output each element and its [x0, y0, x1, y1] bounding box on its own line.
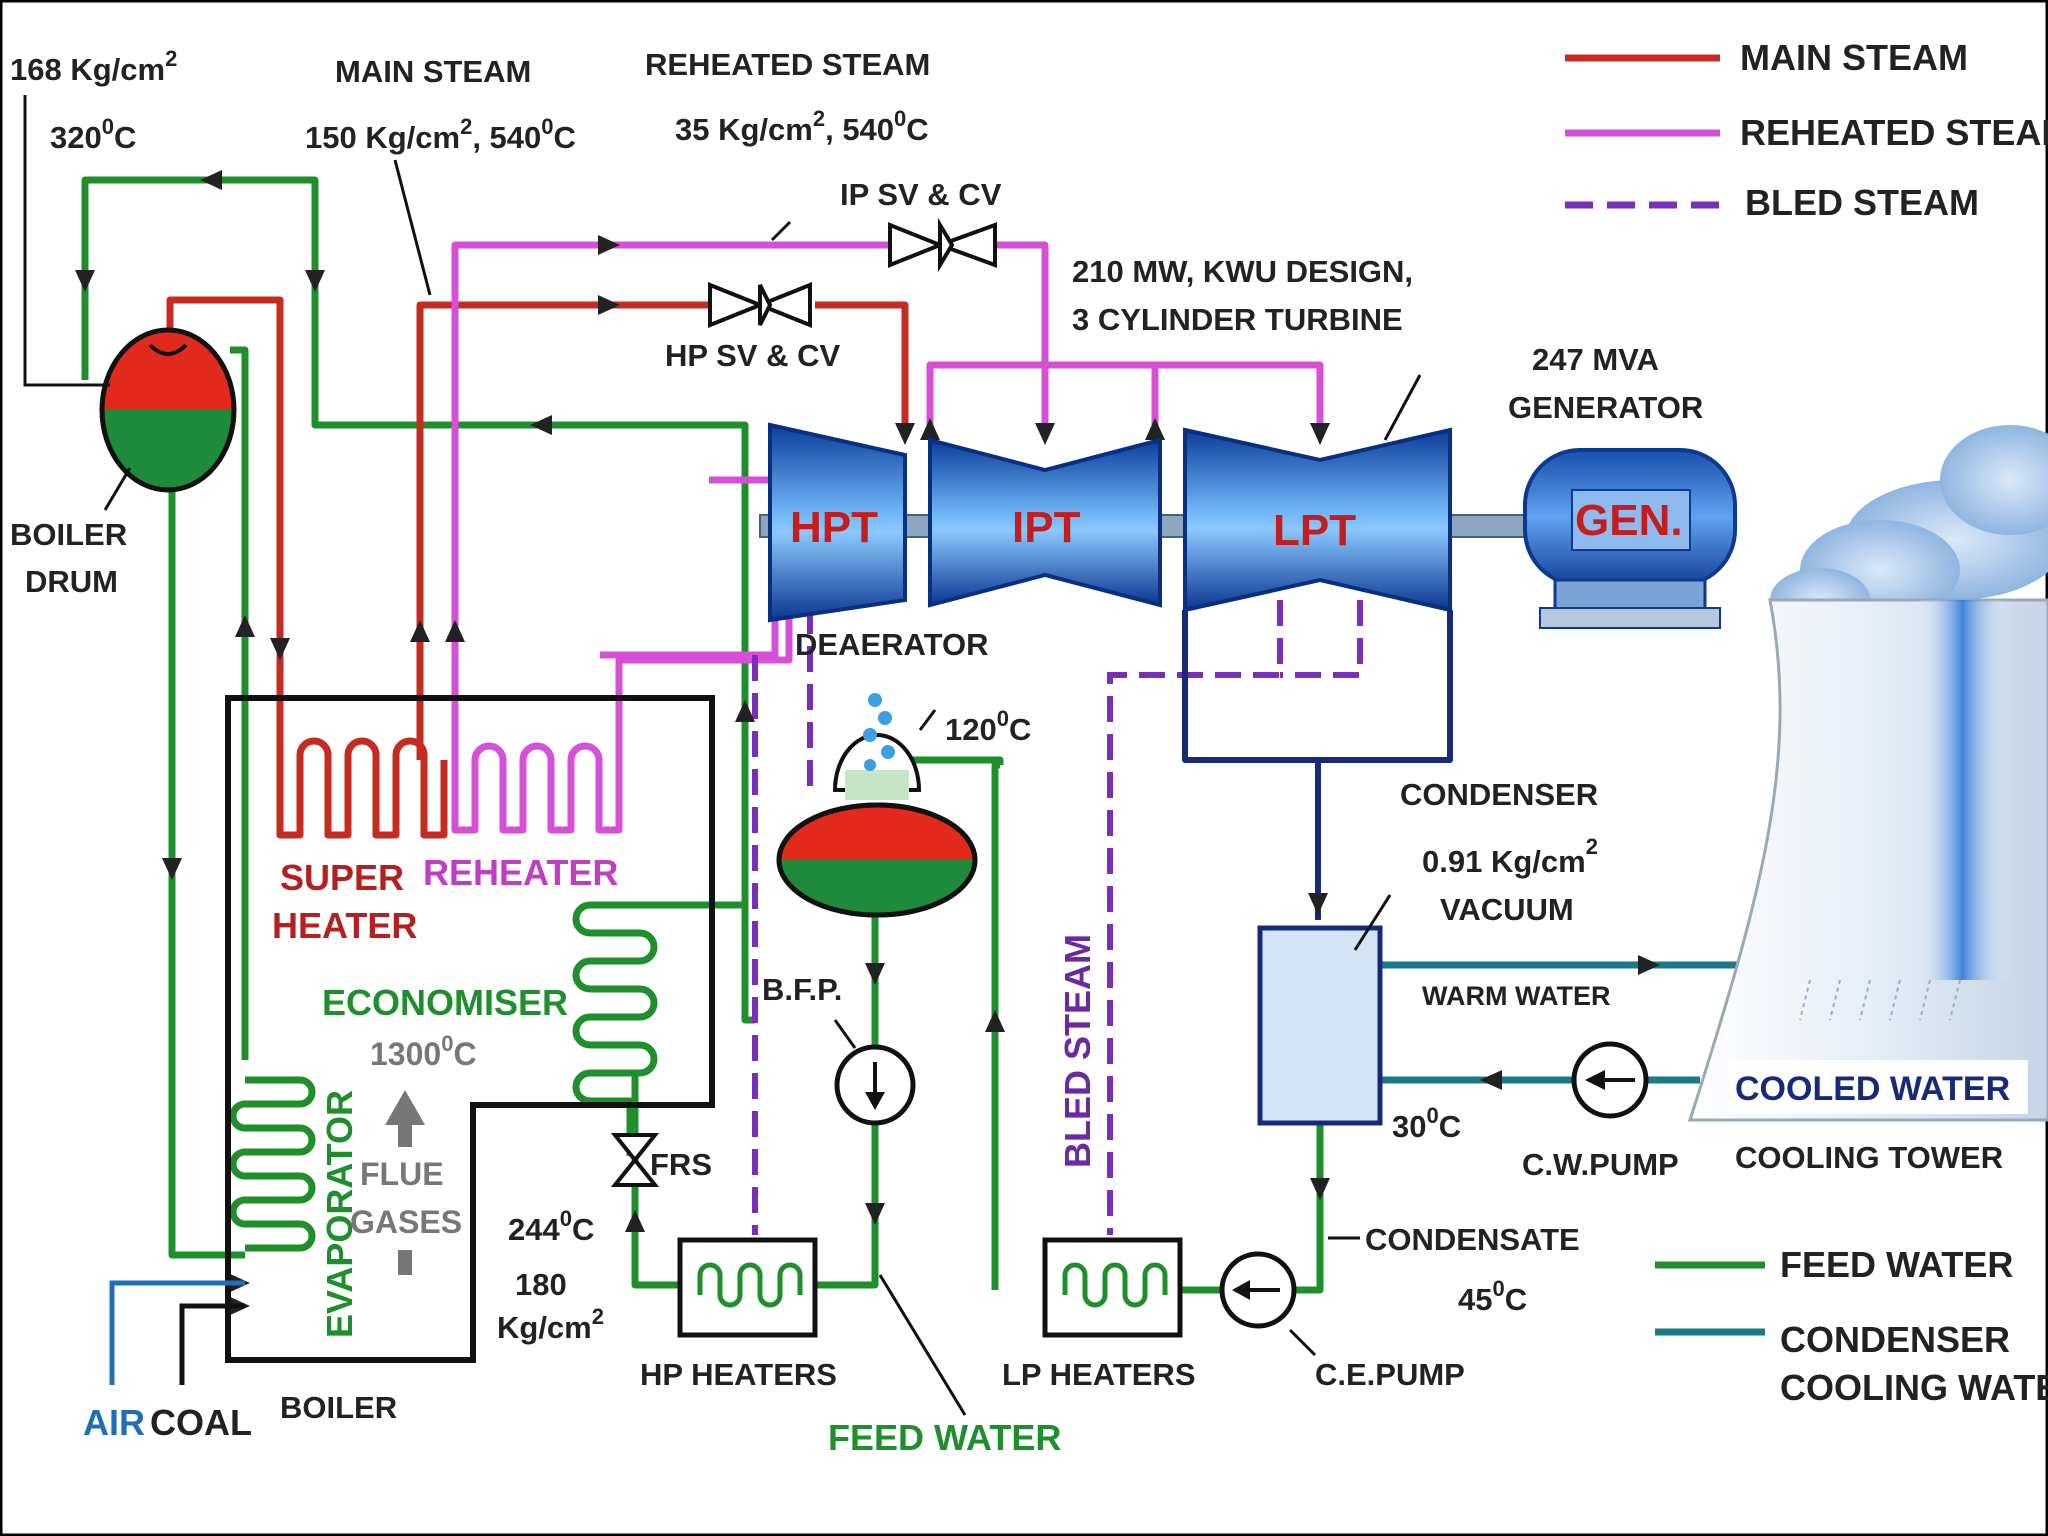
reheater-label: REHEATER	[423, 852, 618, 893]
drum-label-pointer	[103, 467, 132, 511]
ipt-label: IPT	[1012, 503, 1081, 552]
bled-steam-vertical-label: BLED STEAM	[1057, 934, 1098, 1168]
drum-pressure: 168 Kg/cm2	[10, 46, 177, 87]
cooling-tower	[1687, 425, 2048, 1122]
turbine-title-line1: 210 MW, KWU DESIGN,	[1072, 254, 1413, 289]
generator-title-line1: 247 MVA	[1532, 342, 1659, 377]
bfp-pump	[833, 1019, 916, 1126]
legend-reheated-steam-label: REHEATED STEAM	[1740, 112, 2048, 153]
flow-arrows	[75, 170, 1660, 1316]
hp-valve-label: HP SV & CV	[665, 338, 840, 373]
drum-temp: 3200C	[50, 114, 136, 155]
deaerator	[776, 693, 978, 918]
hpt-turbine	[768, 422, 907, 623]
main-steam-pointer	[393, 159, 432, 296]
flue-label-2: GASES	[350, 1204, 462, 1240]
air-label: AIR	[83, 1402, 145, 1443]
generator-title-line2: GENERATOR	[1508, 390, 1703, 425]
legend-main-steam-label: MAIN STEAM	[1740, 37, 1968, 78]
legend-cooling-water-label-1: CONDENSER	[1780, 1319, 2010, 1360]
super-heater-label-1: SUPER	[280, 857, 404, 898]
ipt-turbine	[928, 437, 1162, 608]
coal-label: COAL	[150, 1402, 252, 1443]
condenser-label-2: 0.91 Kg/cm2	[1422, 834, 1598, 879]
hp-heater	[677, 1237, 818, 1338]
condenser-pointer	[1353, 894, 1392, 951]
hp-heaters-label: HP HEATERS	[640, 1357, 837, 1392]
cw-temp-label: 300C	[1392, 1103, 1461, 1144]
ip-valve-pointer	[770, 220, 792, 242]
economiser-label: ECONOMISER	[322, 982, 568, 1023]
frs-label: FRS	[650, 1147, 712, 1182]
feed-pressure-2: Kg/cm2	[497, 1304, 604, 1345]
boiler-drum	[99, 327, 237, 493]
ce-pump-label: C.E.PUMP	[1315, 1357, 1465, 1392]
legend-bled-steam-label: BLED STEAM	[1745, 182, 1979, 223]
feed-water-pointer	[878, 1274, 967, 1416]
legend-cooling-water-label-2: COOLING WATER	[1780, 1367, 2048, 1408]
drum-pointer	[23, 95, 110, 387]
frs-valve	[610, 1133, 660, 1187]
air-line	[109, 1280, 245, 1385]
turbine-title-pointer	[1383, 374, 1422, 441]
boiler-drum-label-2: DRUM	[25, 564, 118, 599]
turbine-title-line2: 3 CYLINDER TURBINE	[1072, 302, 1403, 337]
legend-feed-water-label: FEED WATER	[1780, 1244, 2013, 1285]
feed-pressure-1: 180	[515, 1267, 567, 1302]
generator	[1523, 448, 1737, 629]
deaerator-temp: 1200C	[945, 706, 1031, 747]
lp-heater	[1042, 1237, 1183, 1338]
boiler-casing	[225, 695, 715, 1363]
cw-pump-label: C.W.PUMP	[1522, 1147, 1679, 1182]
cooled-water-label: COOLED WATER	[1735, 1070, 2010, 1108]
warm-water-label: WARM WATER	[1422, 981, 1610, 1011]
legend: MAIN STEAM REHEATED STEAM BLED STEAM FEE…	[1565, 37, 2048, 1408]
boiler-drum-label-1: BOILER	[10, 517, 127, 552]
hpt-label: HPT	[790, 503, 878, 552]
cw-pump	[1571, 1041, 1649, 1119]
reheated-steam-conditions: 35 Kg/cm2, 5400C	[675, 106, 929, 147]
deaerator-label: DEAERATOR	[795, 627, 988, 662]
hp-sv-cv-valve	[708, 282, 812, 328]
main-steam-title: MAIN STEAM	[335, 54, 531, 89]
bled-steam-pipes	[752, 570, 1363, 1235]
super-heater-label-2: HEATER	[272, 905, 417, 946]
cooling-tower-label: COOLING TOWER	[1735, 1140, 2003, 1175]
condensate-label: CONDENSATE	[1365, 1222, 1580, 1257]
lp-heaters-label: LP HEATERS	[1002, 1357, 1196, 1392]
flue-temp-label: 13000C	[370, 1031, 477, 1072]
boiler-label: BOILER	[280, 1390, 397, 1425]
ce-pump	[1219, 1251, 1317, 1357]
flue-label-1: FLUE	[360, 1156, 444, 1192]
feed-temp: 2440C	[508, 1206, 594, 1247]
deaerator-pointer	[918, 709, 937, 731]
condensate-temp: 450C	[1458, 1276, 1527, 1317]
bfp-label: B.F.P.	[762, 972, 842, 1007]
lpt-turbine	[1183, 427, 1452, 613]
main-steam-conditions: 150 Kg/cm2, 5400C	[305, 114, 576, 155]
condenser-label-1: CONDENSER	[1400, 777, 1598, 812]
reheated-steam-title: REHEATED STEAM	[645, 47, 930, 82]
flue-gas-arrow	[385, 1090, 425, 1275]
evaporator-label: EVAPORATOR	[319, 1090, 360, 1338]
condenser-label-3: VACUUM	[1440, 892, 1574, 927]
ip-valve-label: IP SV & CV	[840, 177, 1002, 212]
ip-sv-cv-valve	[888, 217, 997, 273]
condenser	[1257, 925, 1383, 1126]
gen-label: GEN.	[1575, 496, 1683, 545]
lpt-label: LPT	[1273, 506, 1356, 555]
coal-line	[179, 1303, 245, 1385]
feed-water-label: FEED WATER	[828, 1417, 1061, 1458]
